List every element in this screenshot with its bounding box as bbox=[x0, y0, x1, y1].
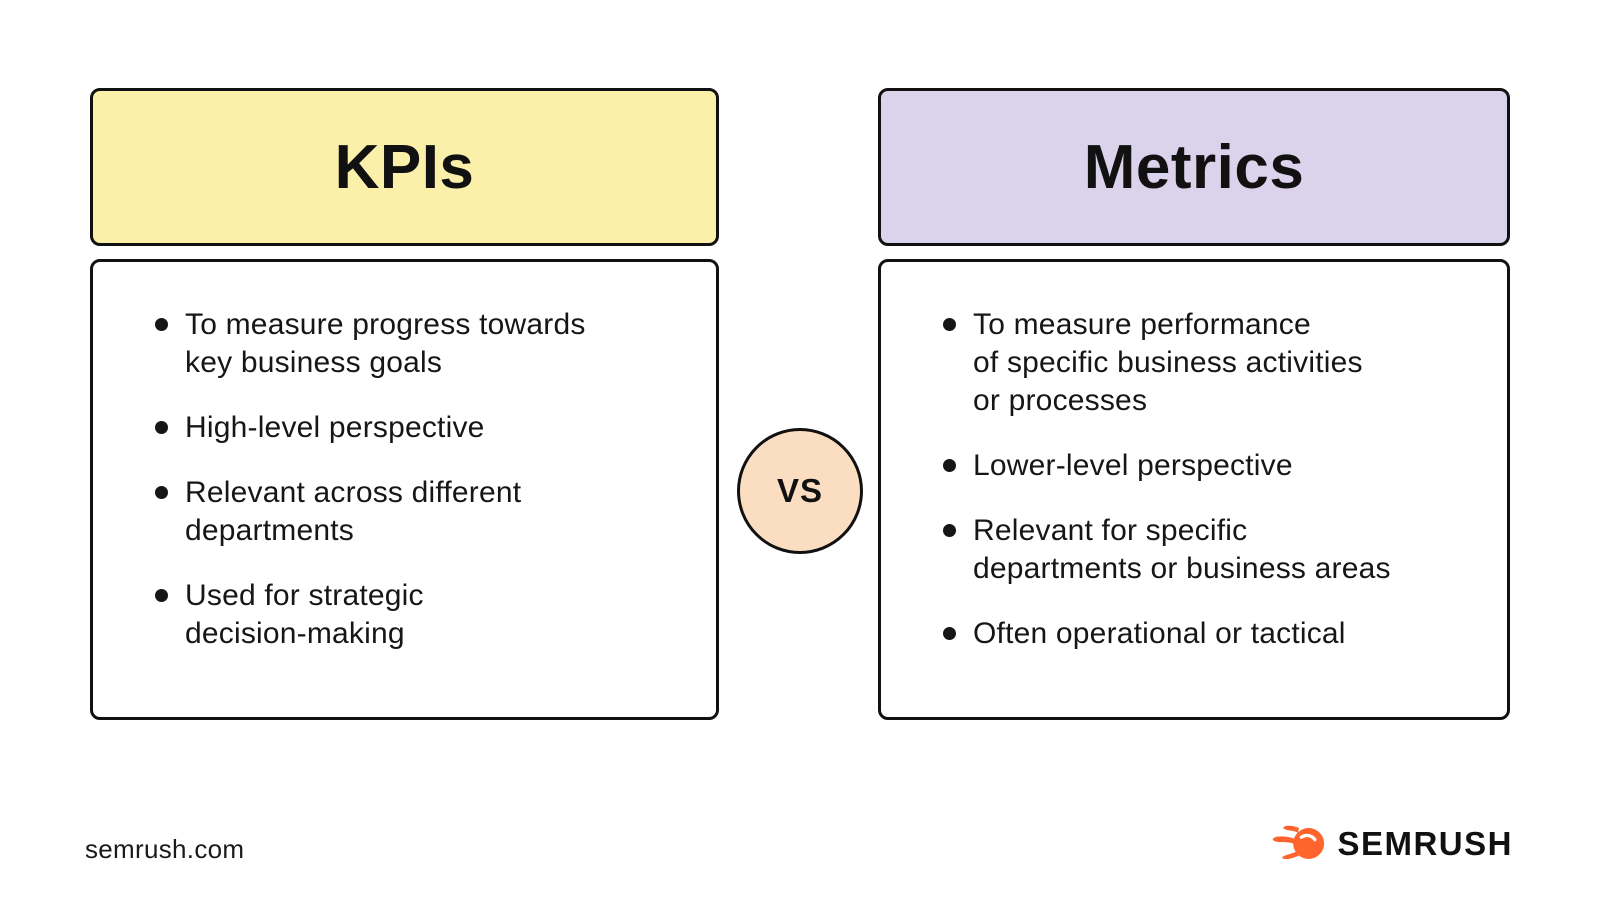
semrush-logo: SEMRUSH bbox=[1269, 824, 1513, 863]
kpi-title: KPIs bbox=[334, 132, 475, 202]
metrics-body-box: To measure performance of specific busin… bbox=[878, 259, 1510, 720]
bullet-dot-icon bbox=[155, 421, 168, 434]
list-item: Used for strategic decision-making bbox=[155, 577, 688, 653]
metrics-title: Metrics bbox=[1083, 132, 1305, 202]
list-item: Lower-level perspective bbox=[943, 447, 1479, 485]
kpi-header-box: KPIs bbox=[90, 88, 719, 246]
bullet-dot-icon bbox=[943, 524, 956, 537]
site-url: semrush.com bbox=[85, 834, 245, 864]
kpi-item-text: High-level perspective bbox=[185, 411, 485, 444]
vs-label: VS bbox=[776, 472, 824, 509]
list-item: To measure progress towards key business… bbox=[155, 306, 688, 382]
kpi-item-text: Used for strategic decision-making bbox=[185, 579, 424, 650]
brand-name: SEMRUSH bbox=[1337, 824, 1513, 862]
vs-badge: VS bbox=[737, 428, 863, 554]
kpi-body-box: To measure progress towards key business… bbox=[90, 259, 719, 720]
metrics-header-box: Metrics bbox=[878, 88, 1510, 246]
metrics-bullet-list: To measure performance of specific busin… bbox=[943, 306, 1479, 653]
bullet-dot-icon bbox=[943, 459, 956, 472]
bullet-dot-icon bbox=[155, 318, 168, 331]
metrics-item-text: Often operational or tactical bbox=[973, 617, 1346, 650]
list-item: To measure performance of specific busin… bbox=[943, 306, 1479, 420]
kpi-item-text: To measure progress towards key business… bbox=[185, 308, 586, 379]
metrics-item-text: To measure performance of specific busin… bbox=[973, 308, 1363, 417]
list-item: High-level perspective bbox=[155, 409, 688, 447]
list-item: Relevant across different departments bbox=[155, 474, 688, 550]
kpi-bullet-list: To measure progress towards key business… bbox=[155, 306, 688, 653]
bullet-dot-icon bbox=[943, 627, 956, 640]
kpi-item-text: Relevant across different departments bbox=[185, 476, 522, 547]
metrics-item-text: Lower-level perspective bbox=[973, 449, 1293, 482]
bullet-dot-icon bbox=[155, 589, 168, 602]
bullet-dot-icon bbox=[943, 318, 956, 331]
metrics-item-text: Relevant for specific departments or bus… bbox=[973, 514, 1391, 585]
bullet-dot-icon bbox=[155, 486, 168, 499]
list-item: Relevant for specific departments or bus… bbox=[943, 512, 1479, 588]
semrush-flame-ball-icon bbox=[1269, 824, 1327, 863]
list-item: Often operational or tactical bbox=[943, 615, 1479, 653]
